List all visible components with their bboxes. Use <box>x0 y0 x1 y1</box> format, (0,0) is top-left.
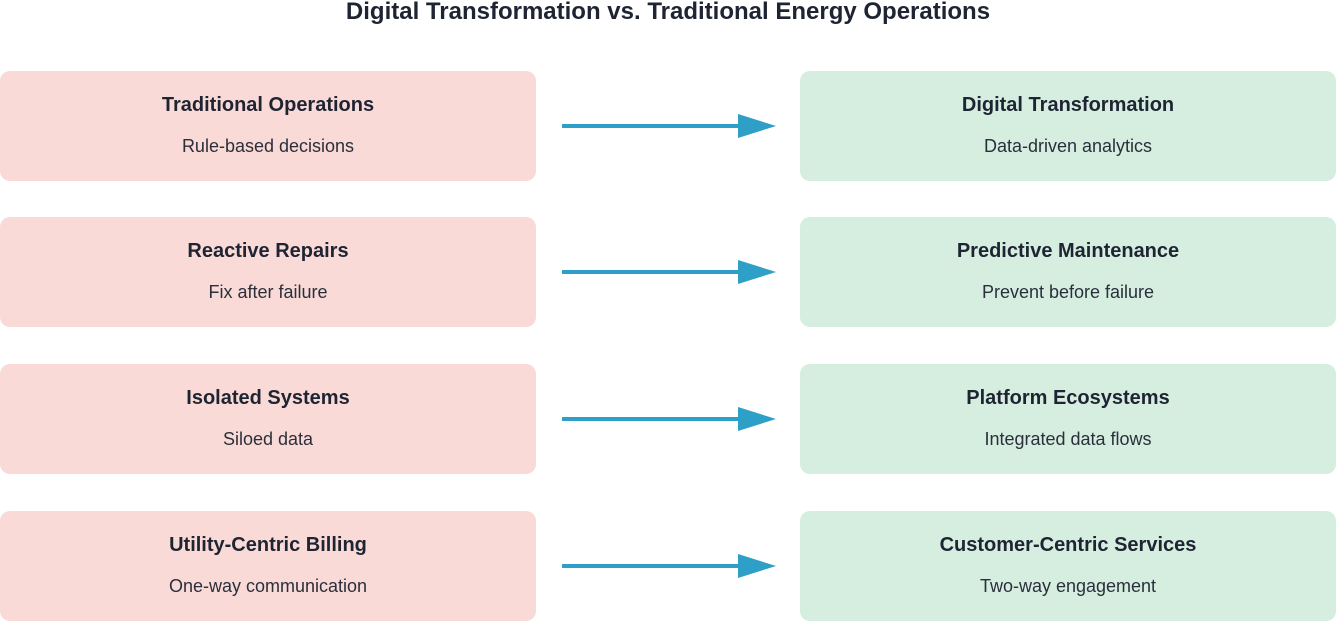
digital-box: Customer-Centric Services Two-way engage… <box>800 511 1336 621</box>
right-arrow-icon <box>562 407 776 431</box>
traditional-box: Traditional Operations Rule-based decisi… <box>0 71 536 181</box>
traditional-box: Utility-Centric Billing One-way communic… <box>0 511 536 621</box>
traditional-box-title: Isolated Systems <box>186 387 350 409</box>
traditional-box-subtitle: Rule-based decisions <box>181 136 355 156</box>
digital-box: Predictive Maintenance Prevent before fa… <box>800 217 1336 327</box>
digital-box-subtitle: Integrated data flows <box>984 429 1152 449</box>
transition-row: Isolated Systems Siloed data Platform Ec… <box>0 364 1336 474</box>
diagram-title: Digital Transformation vs. Traditional E… <box>345 0 991 25</box>
transition-row: Utility-Centric Billing One-way communic… <box>0 511 1336 621</box>
transition-row: Traditional Operations Rule-based decisi… <box>0 71 1336 181</box>
digital-box-subtitle: Data-driven analytics <box>983 136 1153 156</box>
digital-box-title: Platform Ecosystems <box>966 387 1170 409</box>
traditional-box-subtitle: Siloed data <box>222 429 314 449</box>
traditional-box-title: Traditional Operations <box>161 94 375 116</box>
right-arrow-icon <box>562 260 776 284</box>
digital-box-subtitle: Prevent before failure <box>981 282 1155 302</box>
traditional-box-title: Reactive Repairs <box>187 240 349 262</box>
right-arrow-icon <box>562 114 776 138</box>
digital-box: Platform Ecosystems Integrated data flow… <box>800 364 1336 474</box>
digital-box-title: Customer-Centric Services <box>939 534 1197 556</box>
transition-row: Reactive Repairs Fix after failure Predi… <box>0 217 1336 327</box>
traditional-box-subtitle: One-way communication <box>168 576 368 596</box>
traditional-box-title: Utility-Centric Billing <box>169 534 367 556</box>
digital-box-subtitle: Two-way engagement <box>979 576 1157 596</box>
traditional-box-subtitle: Fix after failure <box>208 282 328 302</box>
right-arrow-icon <box>562 554 776 578</box>
digital-box-title: Digital Transformation <box>961 94 1175 116</box>
traditional-box: Isolated Systems Siloed data <box>0 364 536 474</box>
traditional-box: Reactive Repairs Fix after failure <box>0 217 536 327</box>
digital-box: Digital Transformation Data-driven analy… <box>800 71 1336 181</box>
digital-box-title: Predictive Maintenance <box>956 240 1180 262</box>
